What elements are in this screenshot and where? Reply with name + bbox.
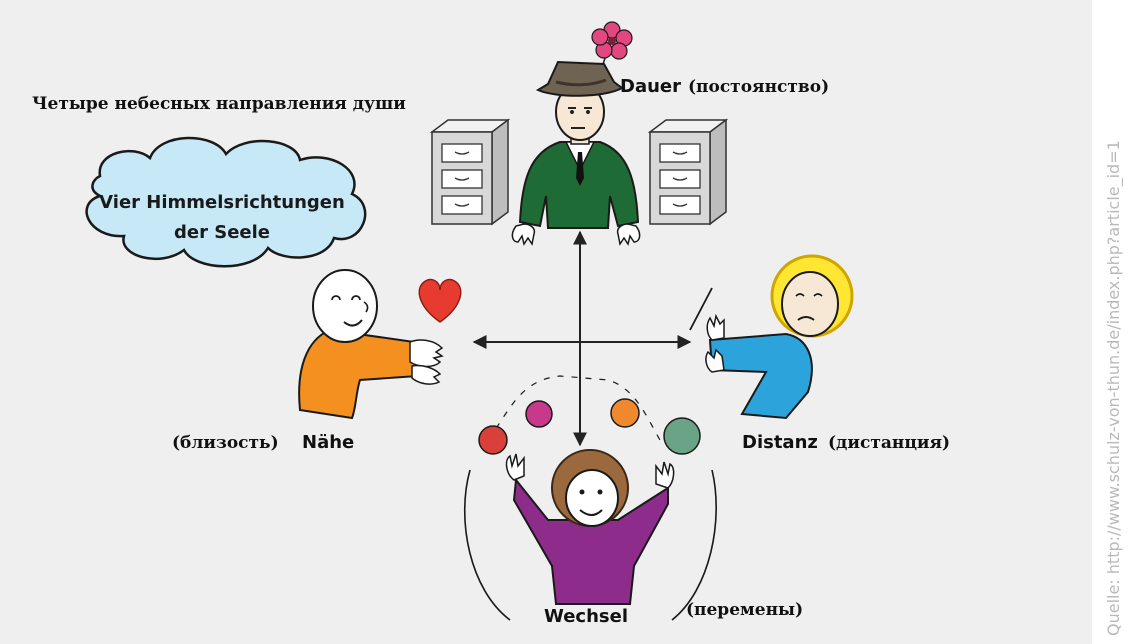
label-top-ru: (постоянство)	[688, 77, 830, 97]
label-bottom-ru: (перемены)	[686, 600, 804, 620]
label-right-ru: (дистанция)	[828, 433, 951, 453]
cloud-label-line-1: Vier Himmelsrichtungen	[99, 192, 345, 213]
cloud-shape	[85, 136, 367, 268]
juggler-figure	[464, 375, 717, 621]
label-top-de: Dauer	[620, 76, 681, 97]
cloud-label: Vier Himmelsrichtungen der Seele	[86, 188, 358, 248]
curly-haired-person-figure	[689, 254, 854, 420]
cloud-label-line-2: der Seele	[174, 222, 270, 243]
label-left-ru: (близость)	[172, 433, 279, 453]
filing-cabinet-icon	[429, 118, 511, 226]
heart-icon	[418, 278, 462, 323]
man-in-suit-figure	[511, 49, 641, 246]
bald-man-figure	[298, 269, 444, 420]
label-bottom-de: Wechsel	[544, 606, 628, 627]
flower-icon	[591, 21, 633, 60]
diagram-panel: Четыре небесных направления души Vier Hi…	[0, 0, 1092, 644]
axis-arrows-icon	[472, 230, 692, 447]
juggling-ball-icon	[478, 398, 701, 455]
diagram-artwork	[85, 21, 854, 621]
diagram-title-ru: Четыре небесных направления души	[32, 94, 406, 114]
label-left-de: Nähe	[302, 432, 355, 453]
source-credit: Quelle: http://www.schulz-von-thun.de/in…	[1104, 140, 1123, 636]
filing-cabinet-icon	[647, 118, 729, 226]
label-right-de: Distanz	[742, 432, 818, 453]
